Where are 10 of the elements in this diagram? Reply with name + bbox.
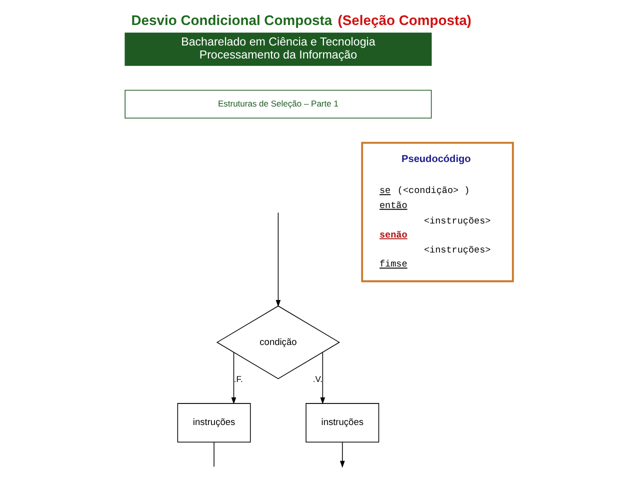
arrow <box>231 352 236 404</box>
arrow <box>340 442 345 468</box>
diagram-title: Desvio Condicional Composta (Seleção Composta) <box>131 12 472 28</box>
node-box: Pseudocódigo se (<condição> ) então <instruções> senão <instruções> fimse <box>361 142 514 282</box>
node-box: instruções <box>177 403 251 442</box>
arrow <box>276 212 281 307</box>
arrow <box>320 352 326 404</box>
node-box: Estruturas de Seleção – Parte 1 <box>124 90 432 118</box>
node-box: Bacharelado em Ciência e Tecnologia Processamento da Informação <box>124 32 432 66</box>
node-box: instruções <box>306 403 380 442</box>
